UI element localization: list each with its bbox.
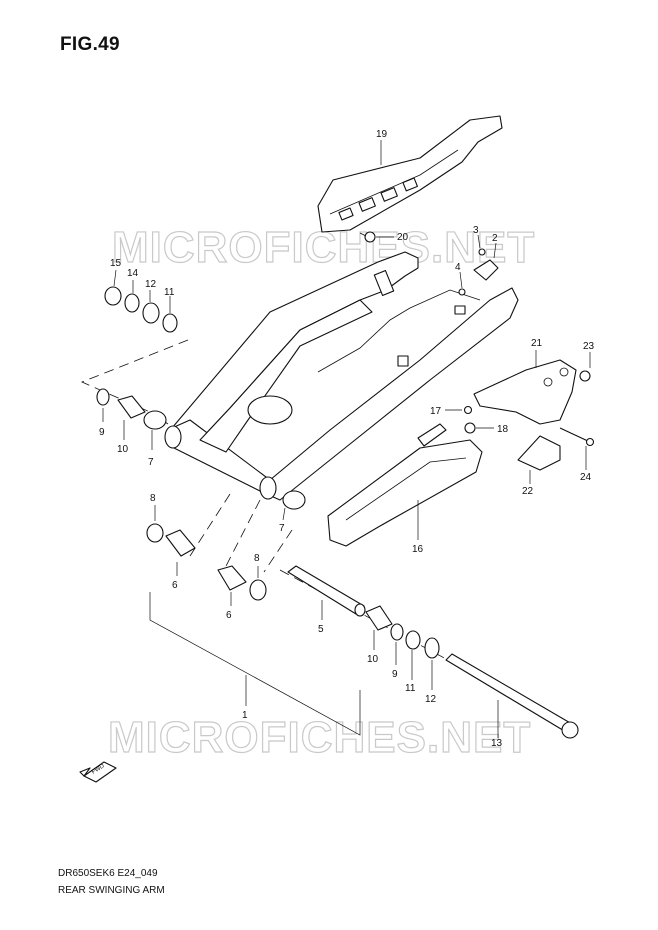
plate-22 <box>517 435 561 471</box>
callout-19: 19 <box>376 129 388 140</box>
oil-seal-8b <box>249 579 267 601</box>
figure-name: REAR SWINGING ARM <box>58 885 165 896</box>
callout-12a: 12 <box>145 279 157 290</box>
fwd-arrow-icon: FWD <box>79 761 117 783</box>
screw-3 <box>478 248 486 256</box>
callout-24: 24 <box>580 472 592 483</box>
callout-12b: 12 <box>425 694 437 705</box>
callout-3: 3 <box>473 225 479 236</box>
oil-seal-8a <box>146 523 164 543</box>
callout-4: 4 <box>455 262 461 273</box>
callout-17: 17 <box>430 406 442 417</box>
bolt-24 <box>559 427 595 447</box>
pivot-pipe-5 <box>287 565 366 617</box>
callout-11a: 11 <box>164 287 175 298</box>
washer-12 <box>142 302 160 324</box>
nut-23 <box>579 370 591 382</box>
callout-9b: 9 <box>392 669 398 680</box>
bearing-6a <box>165 529 196 557</box>
oil-seal-9b <box>390 623 404 641</box>
screw-4 <box>458 288 466 296</box>
screw-17 <box>463 405 473 415</box>
washer-12b <box>424 637 440 659</box>
callout-20: 20 <box>397 232 409 243</box>
bracket-21 <box>473 359 577 425</box>
nut-15 <box>104 286 122 306</box>
callout-10b: 10 <box>367 654 379 665</box>
callout-21: 21 <box>531 338 543 349</box>
callout-6b: 6 <box>226 610 232 621</box>
oil-seal-9 <box>96 388 110 406</box>
spacer-10b <box>365 605 393 631</box>
washer-11b <box>405 630 421 650</box>
callout-13: 13 <box>491 738 503 749</box>
callout-10a: 10 <box>117 444 129 455</box>
clip-2 <box>473 259 499 281</box>
callout-8b: 8 <box>254 553 260 564</box>
bearing-7b <box>282 490 306 510</box>
figure-title: FIG.49 <box>60 34 120 55</box>
callout-7b: 7 <box>279 523 285 534</box>
callout-15: 15 <box>110 258 122 269</box>
callout-5: 5 <box>318 624 324 635</box>
pivot-shaft-13 <box>445 653 579 739</box>
swing-arm <box>164 251 519 501</box>
callout-1: 1 <box>242 710 248 721</box>
bearing-6b <box>217 565 247 591</box>
washer-18 <box>464 422 476 434</box>
spacer-10 <box>117 395 146 419</box>
washer-11 <box>162 313 178 333</box>
callout-2: 2 <box>492 233 498 244</box>
washer-14 <box>124 293 140 313</box>
callout-11b: 11 <box>405 683 416 694</box>
bearing-7 <box>143 410 167 430</box>
callout-16: 16 <box>412 544 424 555</box>
callout-22: 22 <box>522 486 534 497</box>
chain-case-upper <box>317 115 503 233</box>
chain-guide <box>327 423 483 547</box>
callout-18: 18 <box>497 424 509 435</box>
callout-23: 23 <box>583 341 595 352</box>
callout-9a: 9 <box>99 427 105 438</box>
callout-7a: 7 <box>148 457 154 468</box>
figure-code: DR650SEK6 E24_049 <box>58 868 158 879</box>
callout-6a: 6 <box>172 580 178 591</box>
callout-14: 14 <box>127 268 139 279</box>
callout-8a: 8 <box>150 493 156 504</box>
bolt-20 <box>359 231 376 243</box>
watermark-bottom: MICROFICHES.NET <box>108 713 531 762</box>
